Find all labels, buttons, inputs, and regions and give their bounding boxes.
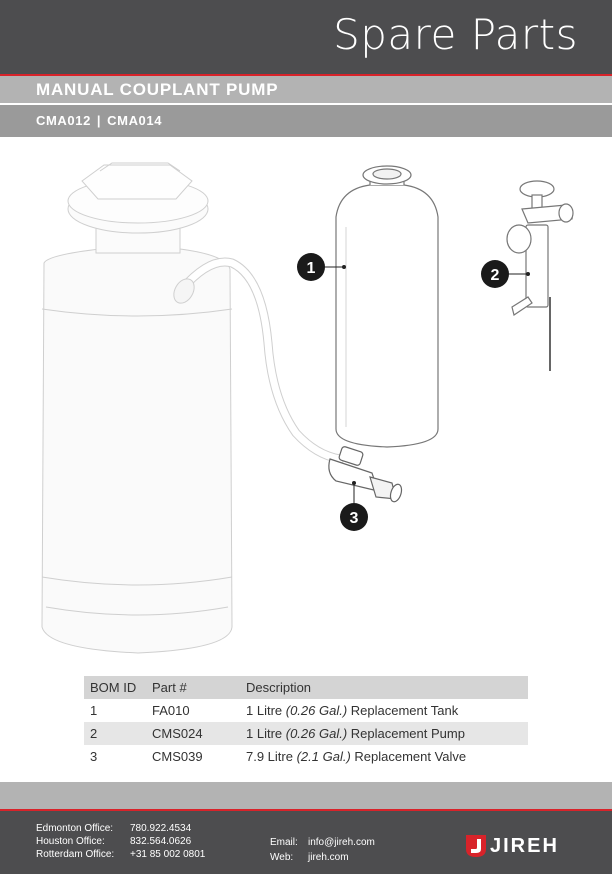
logo-text: JIREH	[490, 835, 559, 857]
office-phone[interactable]: +31 85 002 0801	[130, 849, 206, 860]
table-row: 2 CMS024 1 Litre (0.26 Gal.) Replacement…	[84, 722, 528, 745]
description: 7.9 Litre (2.1 Gal.) Replacement Valve	[246, 749, 467, 764]
callout-2-label: 2	[491, 267, 500, 284]
office-label: Edmonton Office:	[36, 823, 114, 834]
product-band: MANUAL COUPLANT PUMP	[0, 76, 612, 103]
office-list: Edmonton Office: 780.922.4534 Houston Off…	[36, 822, 205, 861]
logo-shield-icon	[466, 835, 486, 857]
contact-list: Email: info@jireh.com Web: jireh.com	[270, 835, 375, 865]
office-label: Houston Office:	[36, 836, 105, 847]
jireh-logo: JIREH	[466, 834, 578, 858]
product-code-band: CMA012 | CMA014	[0, 105, 612, 137]
bom-table: BOM ID Part # Description 1 FA010 1 Litr…	[84, 676, 528, 768]
office-phone[interactable]: 832.564.0626	[130, 836, 192, 847]
office-label: Rotterdam Office:	[36, 849, 115, 860]
table-row: 1 FA010 1 Litre (0.26 Gal.) Replacement …	[84, 699, 528, 722]
part-number: FA010	[152, 703, 190, 718]
header-bar: Spare Parts	[0, 0, 612, 74]
bom-id: 2	[84, 722, 146, 745]
web-link[interactable]: jireh.com	[308, 852, 349, 863]
table-row: 3 CMS039 7.9 Litre (2.1 Gal.) Replacemen…	[84, 745, 528, 768]
part-number: CMS024	[146, 722, 240, 745]
bom-header-description: Description	[240, 676, 528, 699]
bom-header-row: BOM ID Part # Description	[84, 676, 528, 699]
footer-red-line	[0, 809, 612, 811]
bom-header-id: BOM ID	[84, 676, 146, 699]
footer-band	[0, 782, 612, 809]
bom-id: 3	[90, 749, 98, 764]
product-codes: CMA012 | CMA014	[36, 113, 162, 128]
callout-3-label: 3	[350, 510, 359, 527]
replacement-tank-drawing	[335, 165, 439, 448]
product-code-b: CMA014	[107, 113, 163, 128]
office-rotterdam: Rotterdam Office: +31 85 002 0801	[36, 848, 205, 861]
description: 1 Litre (0.26 Gal.) Replacement Tank	[246, 703, 459, 718]
large-tank-drawing	[41, 162, 345, 654]
header-red-line	[0, 74, 612, 76]
page-title: Spare Parts	[333, 10, 578, 59]
product-code-a: CMA012	[36, 113, 91, 128]
office-phone[interactable]: 780.922.4534	[130, 823, 192, 834]
footer: Edmonton Office: 780.922.4534 Houston Off…	[0, 811, 612, 874]
replacement-pump-drawing	[506, 180, 574, 371]
product-code-separator: |	[96, 113, 102, 128]
bom-id: 1	[90, 703, 98, 718]
part-number: CMS039	[152, 749, 203, 764]
office-edmonton: Edmonton Office: 780.922.4534	[36, 822, 205, 835]
email-link[interactable]: info@jireh.com	[308, 837, 375, 848]
office-houston: Houston Office: 832.564.0626	[36, 835, 205, 848]
callout-1: 1	[297, 253, 346, 281]
product-name: MANUAL COUPLANT PUMP	[36, 80, 279, 99]
email-label: Email:	[270, 837, 298, 848]
description: 1 Litre (0.26 Gal.) Replacement Pump	[240, 722, 528, 745]
replacement-valve-drawing	[328, 446, 403, 503]
callout-1-label: 1	[307, 260, 316, 277]
bom-header-part: Part #	[146, 676, 240, 699]
parts-illustration: 1 2 3	[41, 162, 574, 654]
web-label: Web:	[270, 852, 294, 863]
callout-2: 2	[481, 260, 530, 288]
callout-3: 3	[340, 481, 368, 531]
